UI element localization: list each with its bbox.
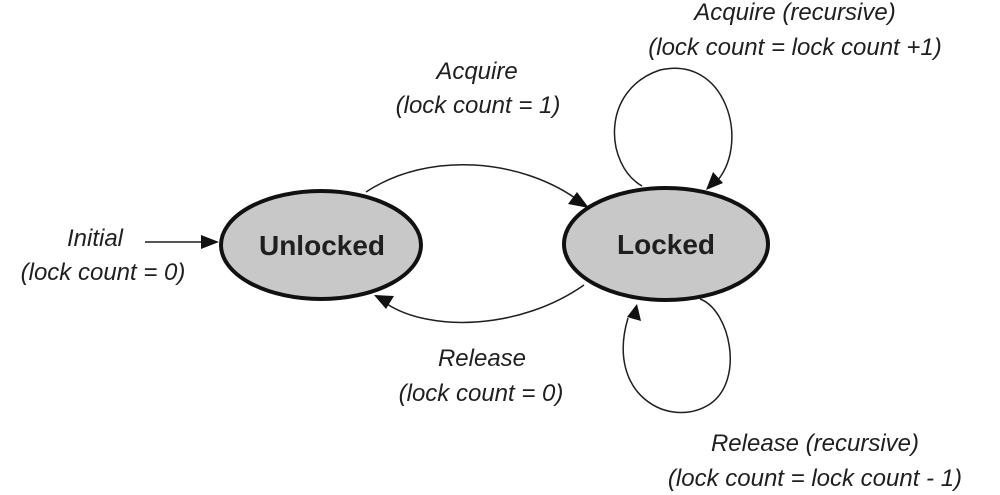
transition-release-recursive-arrowhead xyxy=(627,304,641,321)
transition-acquire: Acquire (lock count = 1) xyxy=(365,58,589,208)
transition-acquire-recursive-loop xyxy=(613,67,733,187)
transition-release-recursive: Release (recursive) (lock count = lock c… xyxy=(622,298,962,492)
transition-acquire-recursive: Acquire (recursive) (lock count = lock c… xyxy=(613,0,942,190)
transition-initial-label-line2: (lock count = 0) xyxy=(21,259,186,286)
transition-acquire-recursive-label-line2: (lock count = lock count +1) xyxy=(648,34,941,61)
transition-release-recursive-label-line2: (lock count = lock count - 1) xyxy=(668,465,962,492)
transition-release: Release (lock count = 0) xyxy=(374,284,585,407)
transition-release-path xyxy=(386,284,585,324)
transition-release-label-line1: Release xyxy=(438,345,526,372)
state-locked-label: Locked xyxy=(617,229,715,260)
transition-acquire-label-line2: (lock count = 1) xyxy=(396,92,561,119)
state-unlocked: Unlocked xyxy=(219,189,423,301)
transition-acquire-arrowhead xyxy=(568,192,589,208)
transition-release-recursive-label-line1: Release (recursive) xyxy=(711,430,919,457)
transition-release-arrowhead xyxy=(374,295,394,309)
transition-release-recursive-loop xyxy=(622,298,731,414)
state-locked-ellipse xyxy=(562,186,770,302)
transition-acquire-recursive-arrowhead xyxy=(706,172,723,190)
transition-release-label-line2: (lock count = 0) xyxy=(399,380,564,407)
transition-acquire-recursive-label-line1: Acquire (recursive) xyxy=(692,0,895,26)
transition-acquire-label-line1: Acquire xyxy=(434,58,517,85)
transition-initial-arrowhead xyxy=(201,235,219,249)
transition-initial: Initial (lock count = 0) xyxy=(21,225,219,286)
transition-acquire-path xyxy=(365,163,576,199)
state-unlocked-ellipse xyxy=(219,189,423,301)
state-unlocked-label: Unlocked xyxy=(259,230,385,261)
transition-initial-label-line1: Initial xyxy=(67,225,124,252)
state-locked: Locked xyxy=(562,186,770,302)
